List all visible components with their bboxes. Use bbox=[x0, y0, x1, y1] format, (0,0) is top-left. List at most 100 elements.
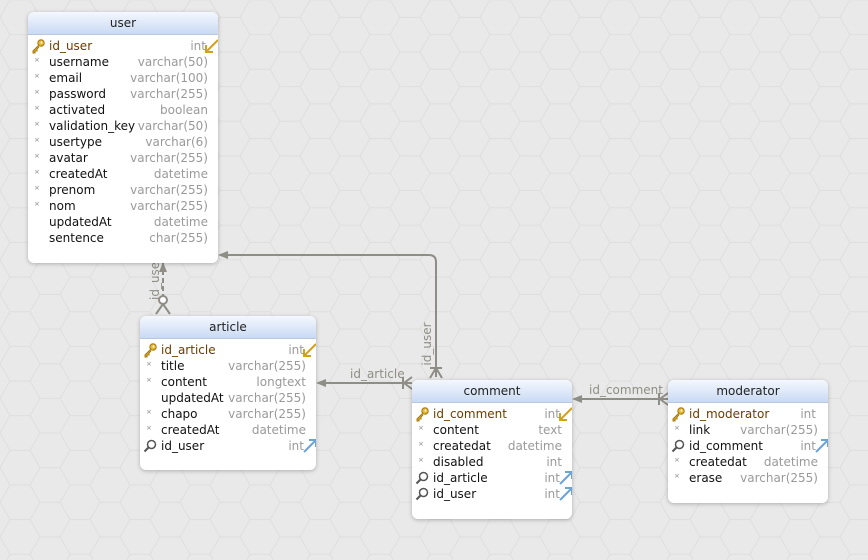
svg-text:×: × bbox=[34, 168, 40, 176]
field-name: createdAt bbox=[49, 167, 108, 181]
field-type: datetime bbox=[153, 215, 208, 229]
not-null-marker-icon: × bbox=[670, 454, 686, 470]
not-null-marker-icon: × bbox=[142, 374, 158, 390]
field-type: longtext bbox=[256, 375, 306, 389]
field-type: int bbox=[288, 439, 304, 453]
svg-text:×: × bbox=[146, 376, 152, 384]
field-type: int bbox=[546, 455, 562, 469]
field-type: varchar(50) bbox=[137, 55, 208, 69]
field-type: datetime bbox=[763, 455, 818, 469]
not-null-marker-icon: × bbox=[30, 182, 46, 198]
not-null-marker-icon: × bbox=[30, 166, 46, 182]
table-header[interactable]: user bbox=[28, 12, 218, 35]
field-type: datetime bbox=[507, 439, 562, 453]
field-name: password bbox=[49, 87, 106, 101]
svg-text:×: × bbox=[34, 136, 40, 144]
svg-text:×: × bbox=[34, 104, 40, 112]
field-row[interactable]: id_user int bbox=[28, 38, 218, 54]
not-null-marker-icon: × bbox=[142, 422, 158, 438]
svg-text:×: × bbox=[146, 360, 152, 368]
field-type: varchar(255) bbox=[130, 199, 208, 213]
field-name: validation_key bbox=[49, 119, 136, 133]
field-type: varchar(50) bbox=[137, 119, 208, 133]
field-name: updatedAt bbox=[49, 215, 112, 229]
field-type: char(255) bbox=[149, 231, 208, 245]
field-name: content bbox=[433, 423, 479, 437]
field-name: createdat bbox=[433, 439, 491, 453]
relation-moderator-comment[interactable] bbox=[572, 392, 669, 406]
field-type: varchar(255) bbox=[130, 183, 208, 197]
fk-reference-arrow-icon bbox=[558, 470, 572, 486]
field-name: id_moderator bbox=[689, 407, 770, 421]
relation-comment-user[interactable] bbox=[218, 251, 443, 379]
svg-text:×: × bbox=[674, 424, 680, 432]
field-name: title bbox=[161, 359, 185, 373]
fk-reference-arrow-icon bbox=[814, 438, 828, 454]
svg-text:×: × bbox=[674, 472, 680, 480]
field-type: boolean bbox=[160, 103, 208, 117]
fk-reference-arrow-icon bbox=[558, 486, 572, 502]
field-type: text bbox=[538, 423, 562, 437]
relation-article-user[interactable] bbox=[155, 262, 171, 315]
field-type: int bbox=[190, 39, 206, 53]
field-row[interactable]: ×createdat datetime bbox=[668, 454, 828, 470]
not-null-marker-icon: × bbox=[30, 198, 46, 214]
field-type: int bbox=[544, 471, 560, 485]
field-name: id_user bbox=[433, 487, 477, 501]
field-name: id_comment bbox=[689, 439, 763, 453]
field-row[interactable]: updatedAt datetime bbox=[28, 214, 218, 230]
field-name: erase bbox=[689, 471, 723, 485]
table-header[interactable]: comment bbox=[412, 380, 572, 403]
field-row[interactable]: × createdAt datetime bbox=[28, 166, 218, 182]
svg-text:×: × bbox=[34, 72, 40, 80]
field-name: createdat bbox=[689, 455, 747, 469]
table-header[interactable]: moderator bbox=[668, 380, 828, 403]
field-type: int bbox=[544, 407, 560, 421]
relation-comment-article[interactable] bbox=[316, 376, 413, 390]
relation-label-article-user: id_user bbox=[148, 256, 162, 300]
field-name: updatedAt bbox=[161, 391, 224, 405]
field-type: int bbox=[800, 439, 816, 453]
field-type: varchar(255) bbox=[228, 407, 306, 421]
key-icon bbox=[142, 342, 158, 358]
svg-text:×: × bbox=[34, 200, 40, 208]
table-header[interactable]: article bbox=[140, 316, 316, 339]
pk-reference-arrow-icon bbox=[204, 38, 218, 54]
field-name: id_user bbox=[49, 39, 93, 53]
svg-text:×: × bbox=[34, 184, 40, 192]
field-type: datetime bbox=[153, 167, 208, 181]
not-null-marker-icon: × bbox=[30, 150, 46, 166]
pk-reference-arrow-icon bbox=[302, 342, 316, 358]
